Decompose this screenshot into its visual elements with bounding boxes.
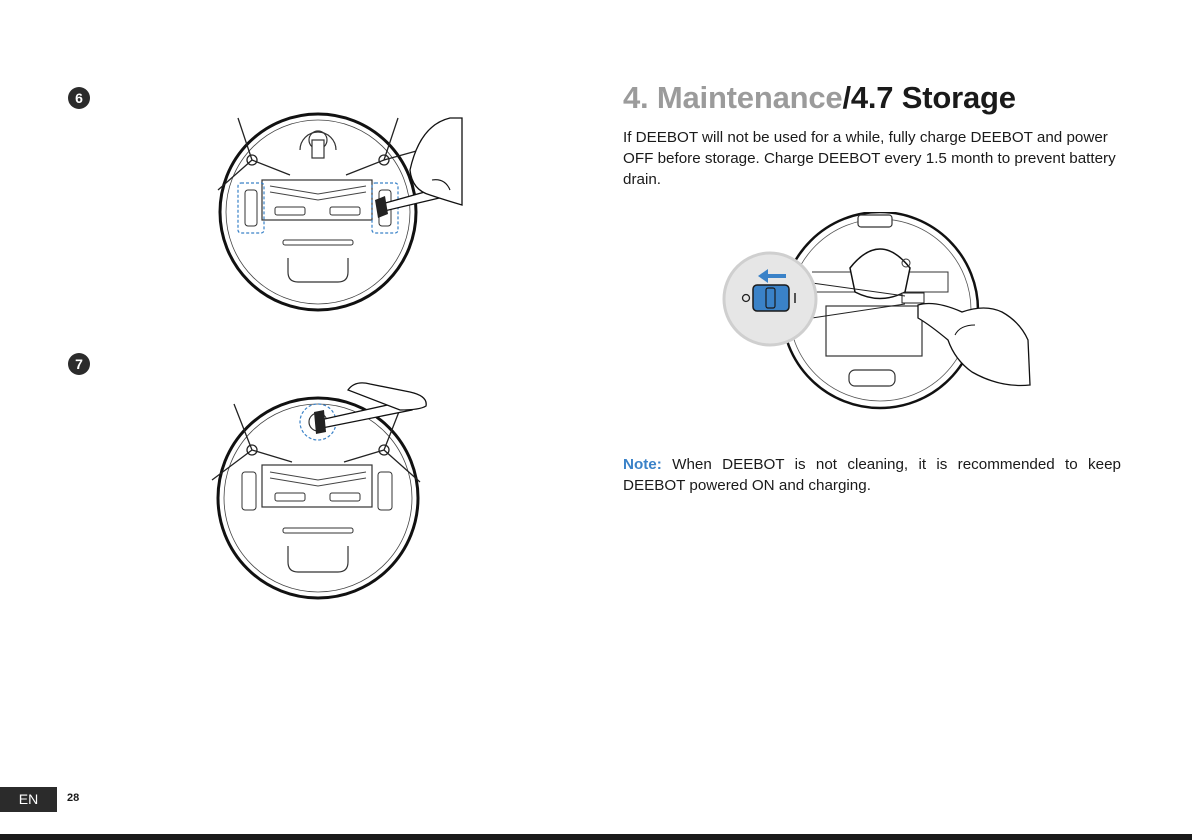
note-label: Note: <box>623 456 662 473</box>
language-tab: EN <box>0 787 57 812</box>
robot-underside-power-switch-icon <box>722 212 1034 412</box>
note-text: When DEEBOT is not cleaning, it is recom… <box>623 456 1121 494</box>
robot-underside-caster-cleaning-icon <box>200 378 440 600</box>
bottom-rule <box>0 834 1192 840</box>
page-title: 4. Maintenance/4.7 Storage <box>623 80 1016 116</box>
robot-underside-brush-cleaning-icon <box>200 110 470 325</box>
subsection-title: /4.7 Storage <box>842 80 1015 115</box>
section-title: 4. Maintenance <box>623 80 842 115</box>
step-6-badge: 6 <box>68 87 90 109</box>
step-7-badge: 7 <box>68 353 90 375</box>
page-number: 28 <box>67 792 79 804</box>
storage-instructions: If DEEBOT will not be used for a while, … <box>623 127 1123 190</box>
storage-note: Note: When DEEBOT is not cleaning, it is… <box>623 454 1121 496</box>
